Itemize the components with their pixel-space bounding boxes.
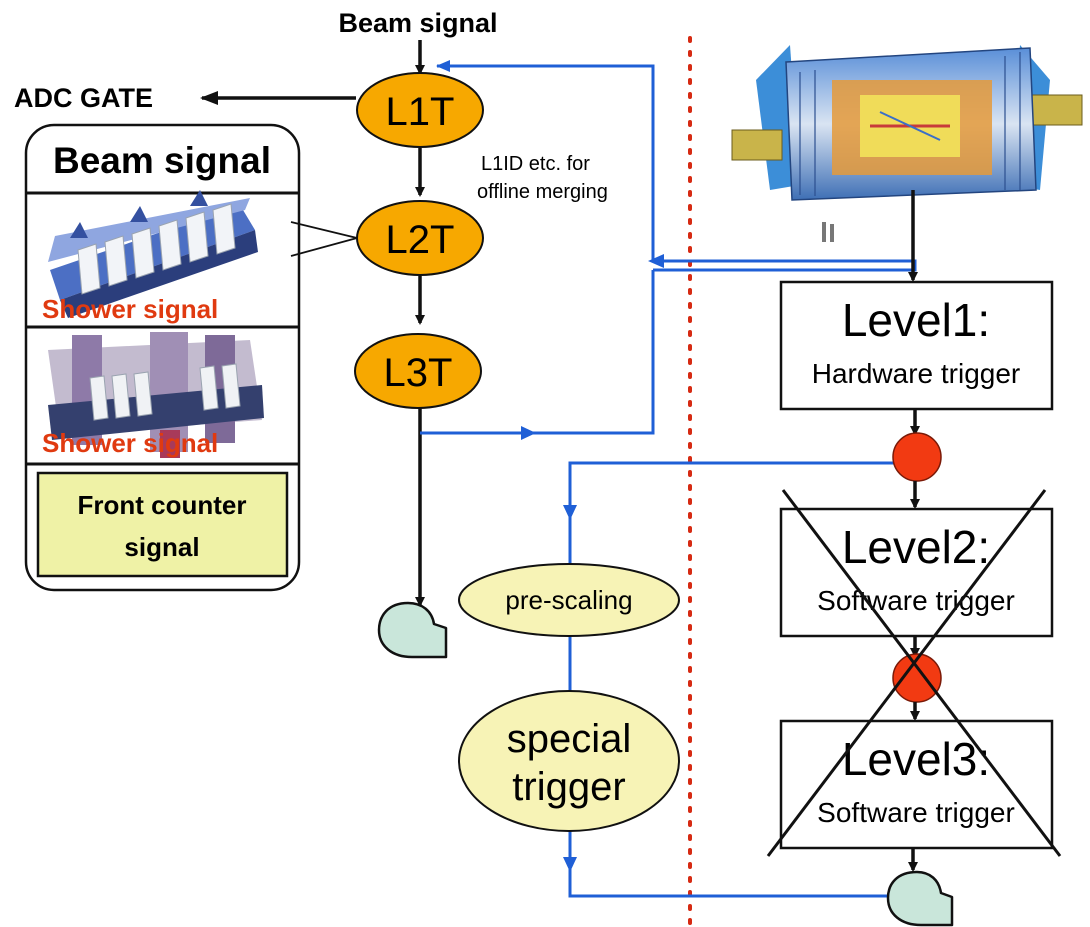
l1id-note-line1: L1ID etc. for (481, 153, 590, 175)
front-counter-line1: Front counter (78, 490, 247, 520)
storage-icon-right (886, 870, 954, 927)
panel-beam-signal-title: Beam signal (53, 140, 271, 181)
level2-title: Level2: (842, 521, 990, 573)
decision-dot-2 (892, 653, 942, 703)
detector-blue-link-line (653, 259, 917, 272)
adc-gate-label: ADC GATE (14, 83, 153, 113)
panel-callout-lines (290, 221, 358, 257)
l1id-note-line2: offline merging (477, 181, 608, 203)
beam-signal-top-label: Beam signal (338, 8, 497, 38)
shower-signal-label-2: Shower signal (42, 428, 218, 458)
decision-dot-1 (892, 432, 942, 482)
level3-title: Level3: (842, 733, 990, 785)
level1-subtitle: Hardware trigger (812, 358, 1021, 389)
blue-arrow-left (648, 254, 664, 268)
shower-detector-image-1 (48, 190, 258, 318)
storage-icon-left (377, 601, 448, 659)
special-trigger-line1: special (507, 717, 632, 761)
detector-image (731, 45, 1083, 242)
prescaling-label: pre-scaling (505, 585, 632, 615)
l1t-node (356, 72, 484, 148)
l2t-label: L2T (386, 218, 455, 262)
prescaling-node (458, 563, 680, 637)
special-trigger-blue-line (568, 461, 903, 898)
special-trigger-line2: trigger (512, 765, 625, 809)
level1-box (779, 280, 1054, 411)
front-counter-box (36, 471, 289, 578)
special-trigger-node (458, 690, 680, 832)
blue-arrow-down-1 (563, 505, 577, 520)
cross-line-2 (766, 489, 1047, 857)
l3t-output-blue-line (420, 270, 655, 435)
level2-box (779, 507, 1054, 638)
blue-arrow-right (521, 426, 536, 440)
l3t-label: L3T (384, 351, 453, 395)
blue-arrow-to-l1t (436, 60, 450, 72)
cross-line-1 (781, 489, 1062, 857)
level3-subtitle: Software trigger (817, 797, 1015, 828)
shower-detector-image-2 (48, 332, 264, 458)
blue-arrow-down-2 (563, 857, 577, 872)
l3t-node (354, 333, 482, 409)
level2-subtitle: Software trigger (817, 585, 1015, 616)
level1-title: Level1: (842, 294, 990, 346)
shower-signal-label-1: Shower signal (42, 294, 218, 324)
l1t-label: L1T (386, 90, 455, 134)
front-counter-line2: signal (124, 532, 199, 562)
